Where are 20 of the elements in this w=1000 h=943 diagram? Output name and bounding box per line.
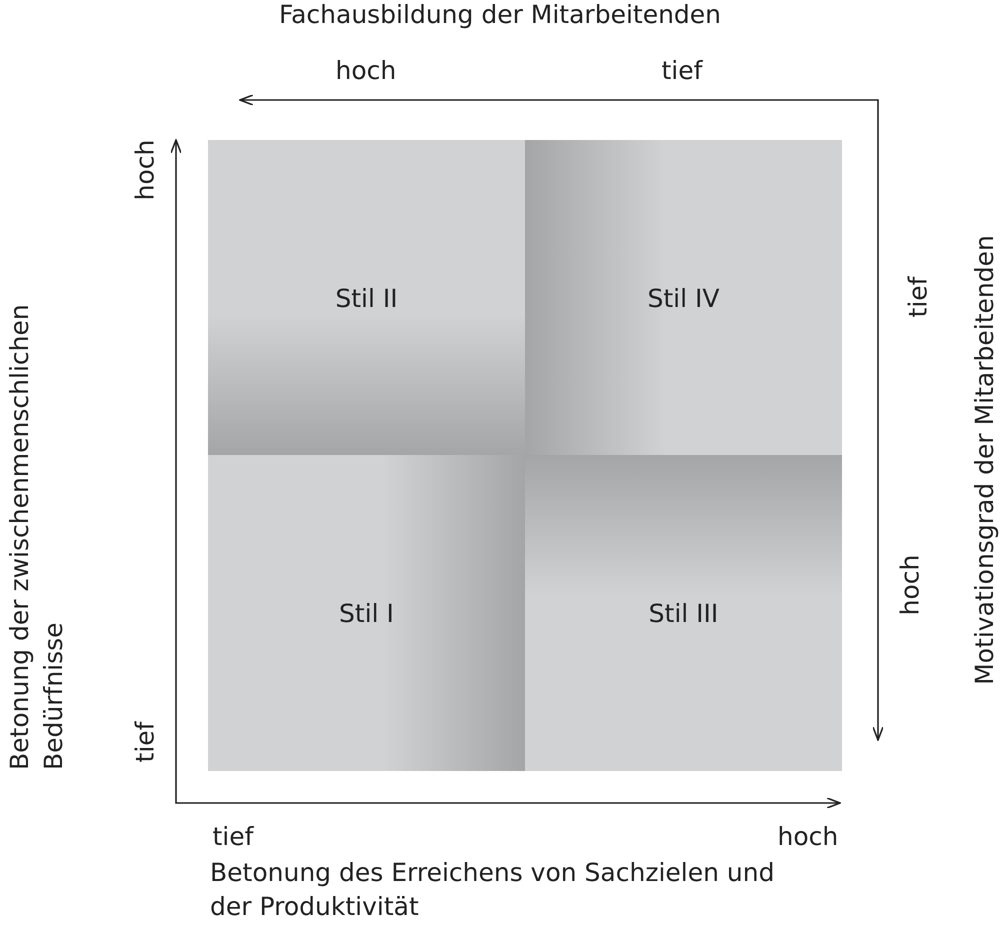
axis-value-label: tief — [212, 821, 254, 853]
axis-value-label: hoch — [778, 821, 838, 853]
quadrant-label: Stil II — [335, 284, 398, 312]
axis-title: Betonung des Erreichens von Sachzielen und der Produktivität — [210, 857, 776, 923]
quadrant-label: Stil IV — [648, 284, 720, 312]
axis-value-label: tief — [128, 722, 160, 762]
axis-title: Motivationsgrad der Mitarbeitenden — [968, 235, 1000, 685]
quadrant-panel — [208, 455, 525, 771]
axis-value-label: tief — [902, 276, 933, 318]
quadrant-panel — [208, 140, 525, 456]
axis-title: Betonung der zwischenmenschlichen Bedürfnisse — [4, 303, 69, 770]
axis-title: Fachausbildung der Mitarbeitenden — [279, 0, 722, 31]
quadrant-panel — [525, 455, 842, 771]
axis-value-label: hoch — [336, 55, 396, 87]
quadrant-label: Stil III — [648, 598, 718, 628]
axis-value-label: hoch — [894, 554, 925, 616]
quadrant-label: Stil I — [339, 598, 394, 628]
axis-value-label: tief — [662, 55, 702, 87]
quadrant-panel — [525, 140, 842, 456]
axis-value-label: hoch — [128, 140, 160, 200]
